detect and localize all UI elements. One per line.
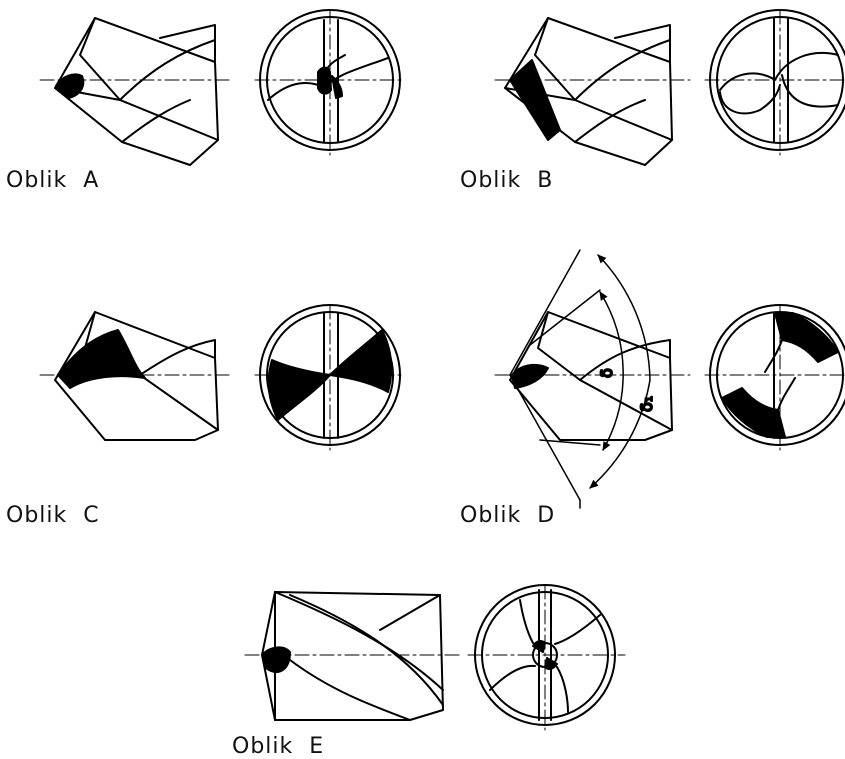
caption-form-a: Oblik A xyxy=(6,168,100,193)
form-a-drill-side-view xyxy=(39,17,231,166)
caption-form-e: Oblik E xyxy=(232,734,325,759)
caption-form-c: Oblik C xyxy=(6,503,100,528)
angle-delta1-label: δ₁ xyxy=(637,396,656,412)
form-a-cross-section xyxy=(254,9,406,156)
form-e-drill-side-view xyxy=(244,591,461,721)
form-b-drill-side-view xyxy=(494,17,691,166)
caption-form-b: Oblik B xyxy=(460,168,554,193)
form-c-cross-section xyxy=(254,304,406,451)
form-d-cross-section xyxy=(704,304,845,451)
form-d-drill-side-view xyxy=(494,311,691,441)
angle-delta-label: δ xyxy=(597,368,616,378)
caption-form-d: Oblik D xyxy=(460,503,556,528)
form-b-cross-section xyxy=(704,9,845,156)
form-d-angle-dimensions xyxy=(509,249,651,509)
form-c-drill-side-view xyxy=(39,311,231,441)
form-e-cross-section xyxy=(467,584,626,731)
